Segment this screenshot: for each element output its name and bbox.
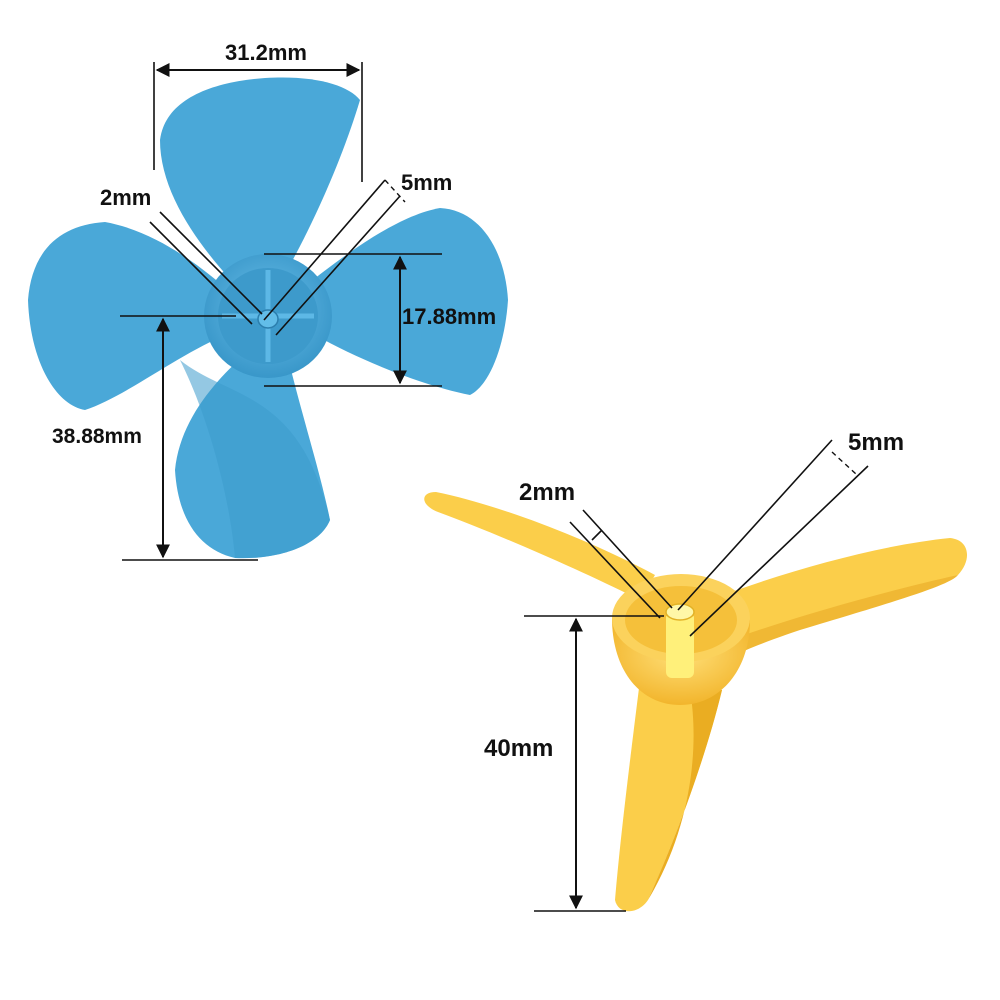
yellow-propeller — [424, 492, 968, 912]
blue-shaft-label: 2mm — [100, 185, 151, 210]
yellow-hub-label: 5mm — [848, 429, 904, 456]
yellow-blade-bottom-shade — [648, 690, 722, 900]
yellow-dimensions: 2mm 5mm 40mm — [484, 429, 904, 912]
blue-hub-height-label: 17.88mm — [402, 304, 496, 329]
yellow-blade-left — [424, 492, 655, 600]
blue-hub-label: 5mm — [401, 170, 452, 195]
yellow-shaft — [666, 612, 694, 678]
yellow-blade-right — [715, 538, 968, 648]
yellow-blade-right-shade — [730, 575, 958, 655]
blue-shaft-hole — [257, 309, 279, 329]
yellow-shaft-label: 2mm — [519, 479, 575, 506]
blue-blade-top — [160, 77, 360, 300]
blue-radius-label: 38.88mm — [52, 425, 142, 448]
blue-width-label: 31.2mm — [225, 40, 307, 65]
blue-blade-right — [300, 208, 508, 395]
yellow-shaft-hole — [665, 603, 695, 621]
yellow-radius-label: 40mm — [484, 735, 553, 762]
blue-dimensions: 31.2mm 2mm 5mm 17.88mm 38.88mm — [52, 40, 496, 561]
blue-blade-shading — [180, 360, 330, 559]
